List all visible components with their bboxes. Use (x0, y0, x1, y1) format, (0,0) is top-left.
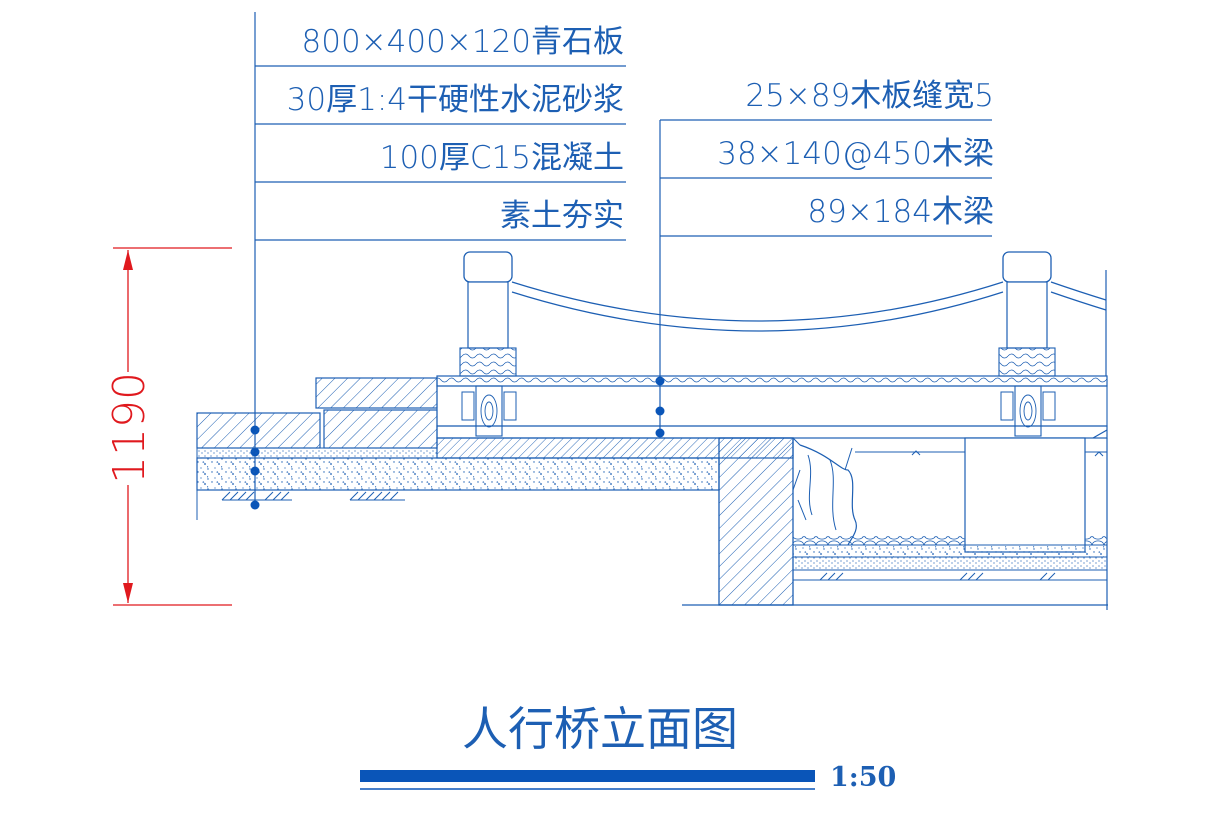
railing-post-left (459, 251, 517, 437)
callout-bluestone-slab: 800×400×120青石板 (302, 24, 624, 60)
leader-dot (655, 428, 665, 438)
bridge-deck (436, 375, 1108, 439)
left-callout-block: 800×400×120青石板 30厚1:4干硬性水泥砂浆 100厚C15混凝土 … (250, 12, 626, 510)
callout-deck-boards: 25×89木板缝宽5 (745, 78, 994, 114)
scale-label: 1:50 (830, 762, 896, 793)
drawing-title: 人行桥立面图 (462, 702, 738, 756)
paving-section (196, 377, 1108, 606)
callout-mortar-layer: 30厚1:4干硬性水泥砂浆 (287, 82, 624, 118)
dimension-label: 1190 (104, 372, 155, 484)
callout-main-beam: 89×184木梁 (807, 194, 994, 230)
leader-dot (655, 406, 665, 416)
rope-railing (511, 270, 1107, 376)
railing-post-right (998, 251, 1056, 437)
leader-dot (250, 500, 260, 510)
callout-joists: 38×140@450木梁 (717, 136, 994, 172)
drawing-title-block: 人行桥立面图 1:50 (360, 702, 896, 793)
scale-bar-thick (360, 770, 815, 782)
height-dimension: 1190 (104, 247, 232, 606)
callout-concrete-layer: 100厚C15混凝土 (380, 140, 624, 176)
callout-compacted-soil: 素土夯实 (500, 198, 624, 234)
channel-section (792, 437, 1108, 610)
